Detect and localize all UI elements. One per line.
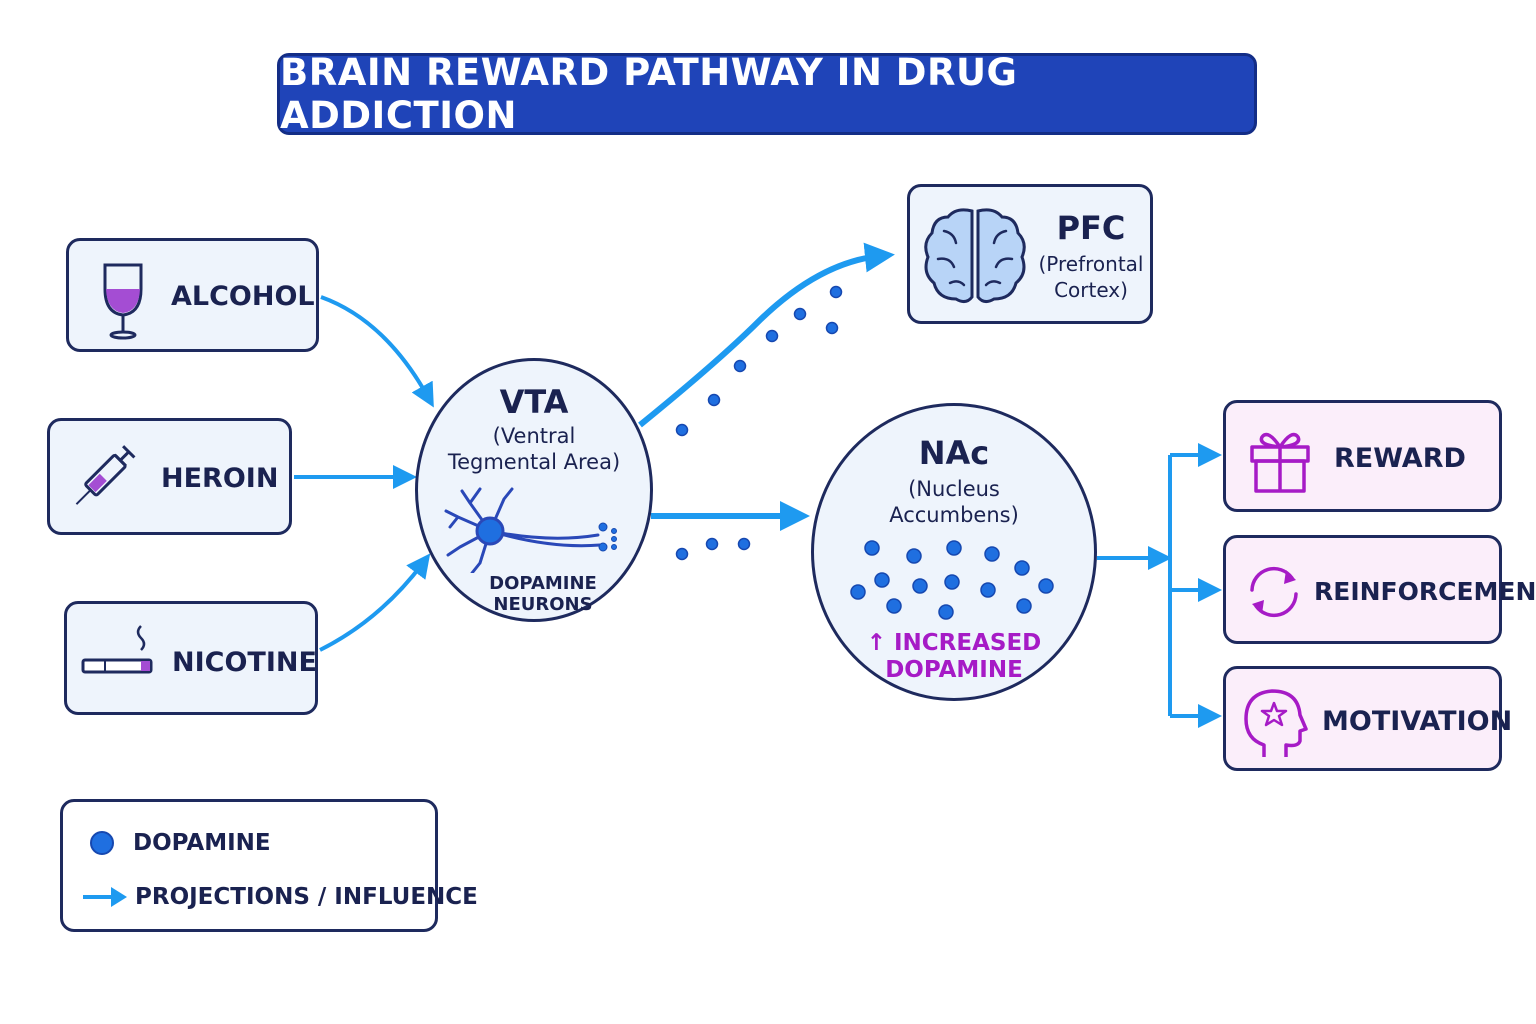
wine-glass-icon (103, 263, 143, 340)
legend-box: DOPAMINE PROJECTIONS / INFLUENCE (60, 799, 478, 932)
vta-abbr: VTA (499, 383, 569, 421)
drug-label-nicotine: NICOTINE (172, 647, 317, 678)
arrow-alcohol-to-vta (320, 295, 434, 408)
neuron-icon (444, 487, 617, 573)
nac-circle: NAc (Nucleus Accumbens) ↑ INCREASED DOPA… (811, 403, 1097, 701)
drug-box-alcohol: ALCOHOL (66, 238, 319, 352)
brain-icon (924, 208, 1026, 304)
outcome-label-reinforcement: REINFORCEMENT (1314, 577, 1536, 606)
drug-label-alcohol: ALCOHOL (171, 281, 315, 312)
pfc-name-line1: (Prefrontal (1038, 252, 1144, 276)
nac-effect-line2: DOPAMINE (885, 657, 1023, 683)
vta-neuron-line2: NEURONS (493, 594, 593, 615)
page-title-text: BRAIN REWARD PATHWAY IN DRUG ADDICTION (280, 51, 1018, 137)
vta-circle: VTA (Ventral Tegmental Area) DOPAMINE NE… (415, 358, 653, 622)
gift-icon (1250, 432, 1310, 493)
head-star-icon (1244, 689, 1308, 757)
pfc-abbr: PFC (1056, 209, 1126, 247)
arrow-nicotine-to-vta (319, 553, 431, 652)
drug-label-heroin: HEROIN (161, 463, 279, 494)
dopamine-cluster (850, 540, 1054, 620)
nac-abbr: NAc (918, 434, 990, 472)
pfc-box: PFC (Prefrontal Cortex) (907, 184, 1153, 324)
dopamine-dots-to-pfc (675, 285, 843, 437)
cycle-arrows-icon (1250, 566, 1298, 618)
outcome-label-reward: REWARD (1334, 443, 1466, 474)
outcome-box-reward: REWARD (1223, 400, 1502, 512)
nac-name-line2: Accumbens) (889, 503, 1019, 527)
outcome-label-motivation: MOTIVATION (1322, 706, 1513, 737)
arrow-vta-to-pfc (638, 242, 895, 428)
pfc-name-line2: Cortex) (1054, 278, 1128, 302)
outcome-box-motivation: MOTIVATION (1223, 666, 1512, 771)
drug-box-nicotine: NICOTINE (64, 601, 318, 715)
dopamine-dots-to-nac (675, 537, 751, 561)
nac-effect-line1: ↑ INCREASED (866, 630, 1042, 656)
page-title: BRAIN REWARD PATHWAY IN DRUG ADDICTION (277, 51, 1257, 137)
outcome-box-reinforcement: REINFORCEMENT (1223, 535, 1536, 644)
vta-name-line1: (Ventral (492, 424, 576, 448)
legend-dopamine-dot-icon (90, 831, 114, 855)
legend-arrow-icon (83, 887, 127, 907)
cigarette-icon (81, 625, 153, 674)
nac-name-line1: (Nucleus (908, 477, 1000, 501)
vta-name-line2: Tegmental Area) (447, 450, 621, 474)
legend-projections-label: PROJECTIONS / INFLUENCE (135, 884, 478, 910)
syringe-icon (75, 445, 136, 505)
legend-dopamine-label: DOPAMINE (133, 830, 271, 856)
vta-neuron-line1: DOPAMINE (489, 573, 597, 594)
drug-box-heroin: HEROIN (47, 418, 292, 535)
